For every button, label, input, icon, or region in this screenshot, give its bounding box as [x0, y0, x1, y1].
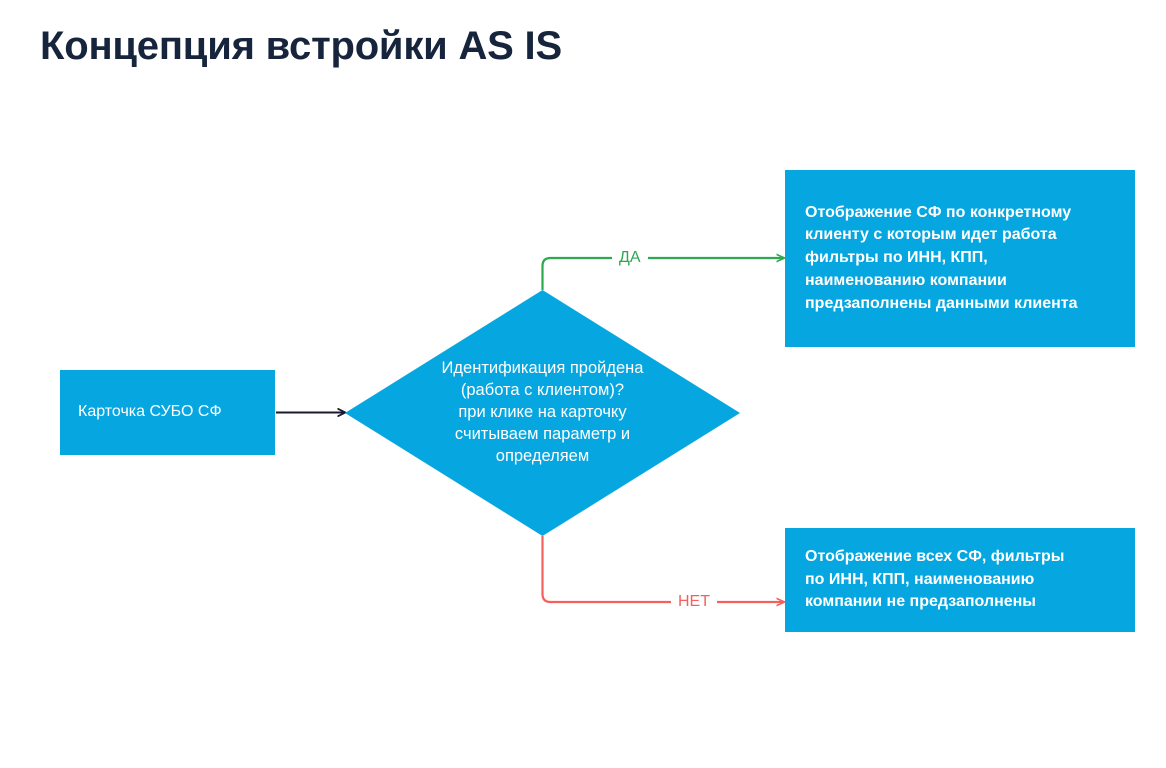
node-no-outcome-label: Отображение всех СФ, фильтры по ИНН, КПП… [805, 547, 1065, 611]
page-title: Концепция встройки AS IS [40, 24, 562, 68]
node-start-card[interactable]: Карточка СУБО СФ [60, 370, 275, 455]
node-decision-label: Идентификация пройдена (работа с клиенто… [441, 359, 644, 465]
node-decision[interactable]: Идентификация пройдена (работа с клиенто… [345, 290, 740, 536]
edge-decision-to-yes [541, 258, 785, 290]
node-yes-outcome-label: Отображение СФ по конкретному клиенту с … [805, 203, 1078, 312]
node-yes-outcome[interactable]: Отображение СФ по конкретному клиенту с … [785, 170, 1135, 347]
edge-label-no: НЕТ [671, 594, 717, 610]
node-start-label: Карточка СУБО СФ [78, 403, 222, 421]
edge-label-yes: ДА [612, 250, 648, 266]
node-no-outcome[interactable]: Отображение всех СФ, фильтры по ИНН, КПП… [785, 528, 1135, 632]
edge-decision-to-no [541, 536, 785, 602]
